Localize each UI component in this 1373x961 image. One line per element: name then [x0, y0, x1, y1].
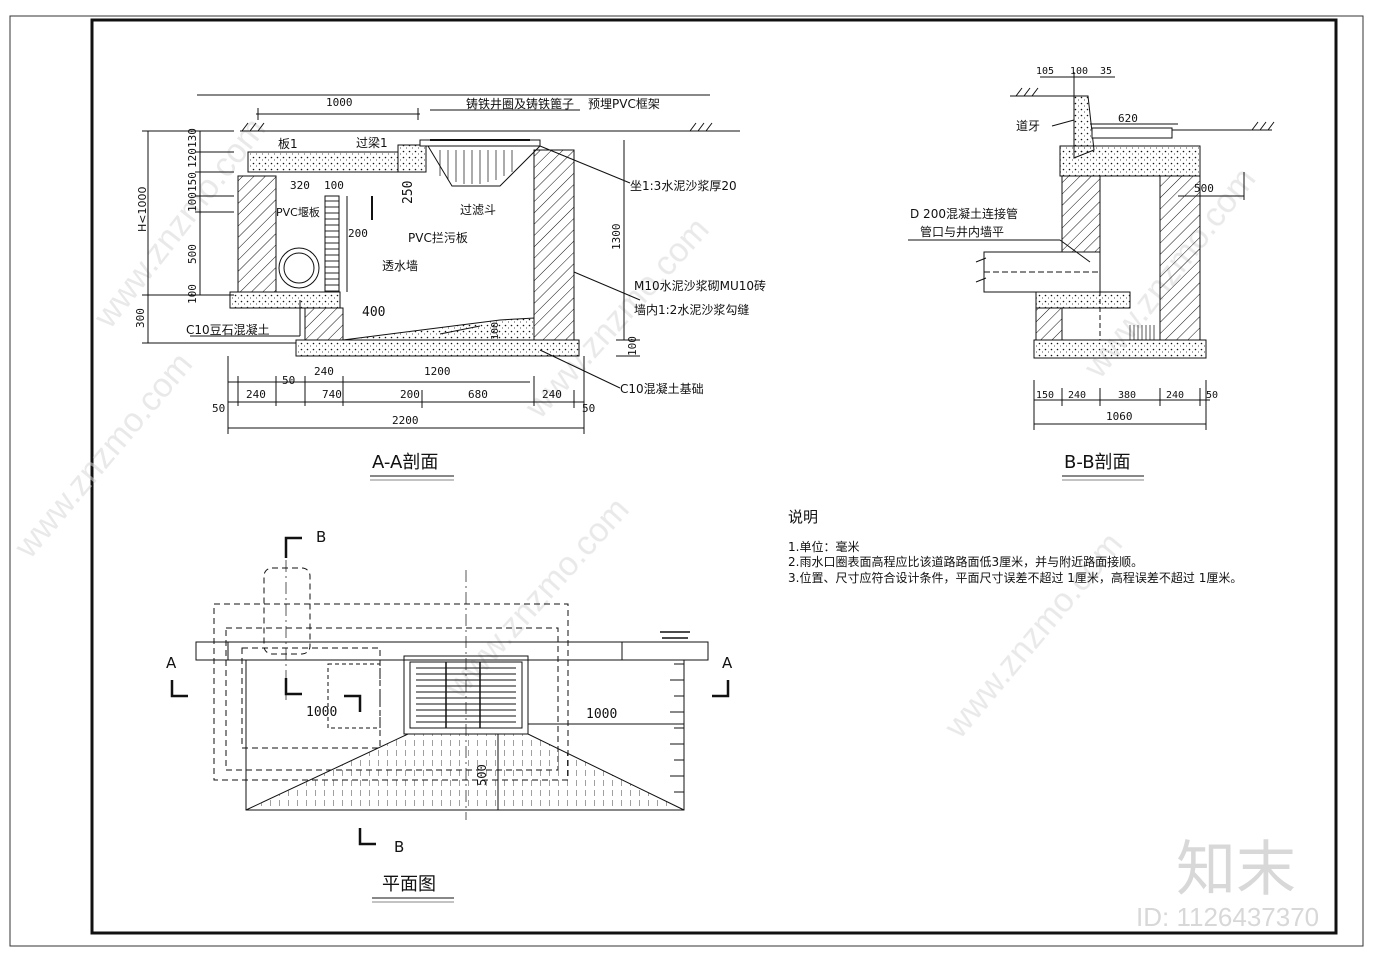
dim-plan-1000b: 1000 — [586, 707, 617, 722]
dim-400: 400 — [362, 305, 385, 320]
dim-100s: 100 — [626, 336, 639, 356]
dim-total-aa: 2200 — [392, 414, 419, 427]
plan-view — [170, 536, 730, 846]
dim-100c: 100 — [186, 284, 199, 304]
dim-320: 320 — [290, 179, 310, 192]
label-cast-iron-cover: 铸铁井圈及铸铁篦子 — [466, 96, 574, 111]
dim-c240: 240 — [246, 388, 266, 401]
dim-250: 250 — [401, 181, 416, 204]
dim-bb-240b: 240 — [1166, 390, 1184, 401]
title-section-aa: A-A剖面 — [372, 452, 438, 473]
label-pvc-frame: 预埋PVC框架 — [588, 97, 660, 111]
marker-a-right: A — [722, 654, 733, 672]
section-bb — [908, 72, 1275, 430]
marker-a-left: A — [166, 654, 177, 672]
marker-b-bottom: B — [394, 838, 404, 856]
watermark-id: ID: 1126437370 — [1136, 902, 1319, 932]
section-aa — [142, 94, 740, 434]
dim-100r: 100 — [490, 322, 501, 340]
outer-border — [9, 15, 1364, 947]
dim-1300: 1300 — [610, 224, 623, 251]
label-curb: 道牙 — [1016, 119, 1040, 133]
brand-watermark: 知末 ID: 1126437370 — [1136, 836, 1319, 932]
dim-130: 130 — [186, 128, 199, 148]
dim-b50a: 50 — [282, 374, 295, 387]
note-item: 1.单位：毫米 — [788, 539, 860, 554]
dim-120: 120 — [186, 148, 199, 168]
label-pvc-trash-board: PVC拦污板 — [408, 231, 468, 245]
dim-bb-50: 50 — [1206, 390, 1218, 401]
dim-bb-380: 380 — [1118, 390, 1136, 401]
dim-total-bb: 1060 — [1106, 410, 1133, 423]
dim-300: 300 — [134, 308, 147, 328]
dim-c240b: 240 — [542, 388, 562, 401]
dim-plan-1000a: 1000 — [306, 705, 337, 720]
dim-plan-500: 500 — [475, 764, 489, 786]
section-bb-text: 105 100 35 道牙 620 500 D 200混凝土连接管 管口与井内墙… — [910, 66, 1218, 481]
dim-620: 620 — [1118, 112, 1138, 125]
plan-view-text: B B A A 1000 1000 500 平面图 — [166, 528, 733, 903]
notes-title: 说明 — [788, 508, 819, 526]
dim-t100: 100 — [1070, 66, 1088, 77]
dim-t35: 35 — [1100, 66, 1112, 77]
label-permeable-wall: 透水墙 — [382, 259, 418, 273]
dim-bb-240: 240 — [1068, 390, 1086, 401]
dim-c50b: 50 — [582, 402, 595, 415]
label-beam1: 过梁1 — [356, 135, 388, 150]
dim-top-1000: 1000 — [326, 96, 353, 109]
note-item: 2.雨水口圈表面高程应比该道路路面低3厘米，并与附近路面接顺。 — [788, 555, 1144, 570]
label-gravel-concrete: C10豆石混凝土 — [186, 322, 270, 337]
label-pipe-1: D 200混凝土连接管 — [910, 206, 1018, 221]
section-aa-text: 铸铁井圈及铸铁篦子 预埋PVC框架 板1 过梁1 坐1:3水泥沙浆厚20 过滤斗… — [134, 96, 766, 481]
dim-c740: 740 — [322, 388, 342, 401]
dim-c200: 200 — [400, 388, 420, 401]
note-item: 3.位置、尺寸应符合设计条件，平面尺寸误差不超过 1厘米，高程误差不超过 1厘米… — [788, 570, 1243, 585]
dim-100b: 100 — [186, 192, 199, 212]
label-h: H<1000 — [136, 187, 149, 232]
dim-bb-150: 150 — [1036, 390, 1054, 401]
dim-500-bb: 500 — [1194, 182, 1214, 195]
label-mortar-bed: 坐1:3水泥沙浆厚20 — [630, 178, 737, 193]
dim-b1200: 1200 — [424, 365, 451, 378]
brand-logo: 知末 — [1176, 836, 1296, 903]
title-plan: 平面图 — [382, 874, 436, 895]
dim-c680: 680 — [468, 388, 488, 401]
label-base: C10混凝土基础 — [620, 381, 704, 396]
label-pvc-weir: PVC堰板 — [276, 205, 320, 219]
title-section-bb: B-B剖面 — [1064, 452, 1131, 473]
dim-t105: 105 — [1036, 66, 1054, 77]
dim-100a: 100 — [324, 179, 344, 192]
watermark-text: www.znzmo.com — [6, 345, 200, 566]
label-pipe-2: 管口与井内墙平 — [920, 224, 1004, 239]
label-brick-wall-2: 墙内1:2水泥沙浆勾缝 — [634, 302, 749, 317]
label-filter-bucket: 过滤斗 — [460, 203, 496, 217]
inner-frame — [90, 18, 1338, 935]
dim-200: 200 — [348, 227, 368, 240]
dim-150: 150 — [186, 172, 199, 192]
marker-b-top: B — [316, 528, 326, 546]
label-brick-wall-1: M10水泥沙浆砌MU10砖 — [634, 278, 766, 293]
dim-c50: 50 — [212, 402, 225, 415]
label-board1: 板1 — [278, 137, 298, 151]
notes-block: 说明 1.单位：毫米 2.雨水口圈表面高程应比该道路路面低3厘米，并与附近路面接… — [788, 508, 1242, 586]
dim-b240a: 240 — [314, 365, 334, 378]
dim-500: 500 — [186, 244, 199, 264]
